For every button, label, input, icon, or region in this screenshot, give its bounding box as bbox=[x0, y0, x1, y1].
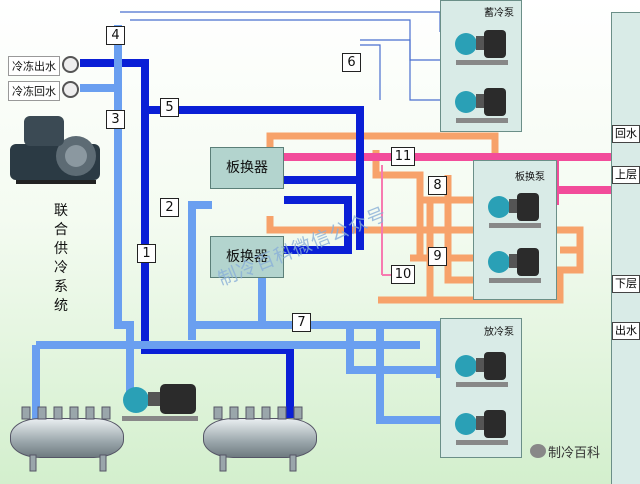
release-pump-title: 放冷泵 bbox=[484, 327, 514, 338]
pump-icon bbox=[488, 248, 541, 283]
marker-4: 4 bbox=[106, 26, 125, 45]
pump-icon bbox=[455, 30, 508, 65]
plate-heat-exchanger-lower: 板换器 bbox=[210, 236, 284, 278]
marker-9: 9 bbox=[428, 247, 447, 266]
pump-icon bbox=[488, 193, 541, 228]
storage-pump-panel bbox=[440, 0, 522, 132]
brand-label: 制冷百科 bbox=[548, 446, 601, 461]
chiller-icon bbox=[10, 116, 100, 184]
legend-return: 冷冻回水 bbox=[8, 81, 60, 101]
side-label-back-water: 回水 bbox=[612, 125, 640, 143]
marker-3: 3 bbox=[106, 110, 125, 129]
marker-8: 8 bbox=[428, 176, 447, 195]
pump-icon bbox=[455, 410, 508, 445]
return-gauge-icon bbox=[62, 81, 79, 98]
side-label-lower: 下层 bbox=[612, 275, 640, 293]
control-lines bbox=[120, 11, 441, 101]
tank-fittings bbox=[21, 406, 303, 472]
marker-11: 11 bbox=[391, 147, 415, 166]
exchange-pump-title: 板换泵 bbox=[515, 172, 545, 183]
main-pump-icon bbox=[122, 384, 198, 421]
release-pump-panel bbox=[440, 318, 522, 458]
collector-tank-left bbox=[10, 418, 124, 458]
side-label-out-water: 出水 bbox=[612, 322, 640, 340]
exchange-pump-panel bbox=[473, 160, 557, 300]
marker-10: 10 bbox=[391, 265, 415, 284]
pump-icon bbox=[455, 352, 508, 387]
marker-7: 7 bbox=[292, 313, 311, 332]
marker-6: 6 bbox=[342, 53, 361, 72]
marker-1: 1 bbox=[137, 244, 156, 263]
plate-heat-exchanger-upper: 板换器 bbox=[210, 147, 284, 189]
dark-blue-pipes bbox=[80, 59, 364, 418]
system-title: 联合供冷系统 bbox=[54, 203, 68, 314]
collector-tank-right bbox=[203, 418, 317, 458]
wechat-icon bbox=[530, 444, 546, 458]
side-label-upper: 上层 bbox=[612, 166, 640, 184]
marker-2: 2 bbox=[160, 198, 179, 217]
marker-5: 5 bbox=[160, 98, 179, 117]
storage-pump-title: 蓄冷泵 bbox=[484, 8, 514, 19]
supply-gauge-icon bbox=[62, 56, 79, 73]
riser-column bbox=[611, 12, 640, 484]
light-blue-pipes bbox=[32, 25, 460, 424]
pump-icon bbox=[455, 88, 508, 123]
legend-supply: 冷冻出水 bbox=[8, 56, 60, 76]
